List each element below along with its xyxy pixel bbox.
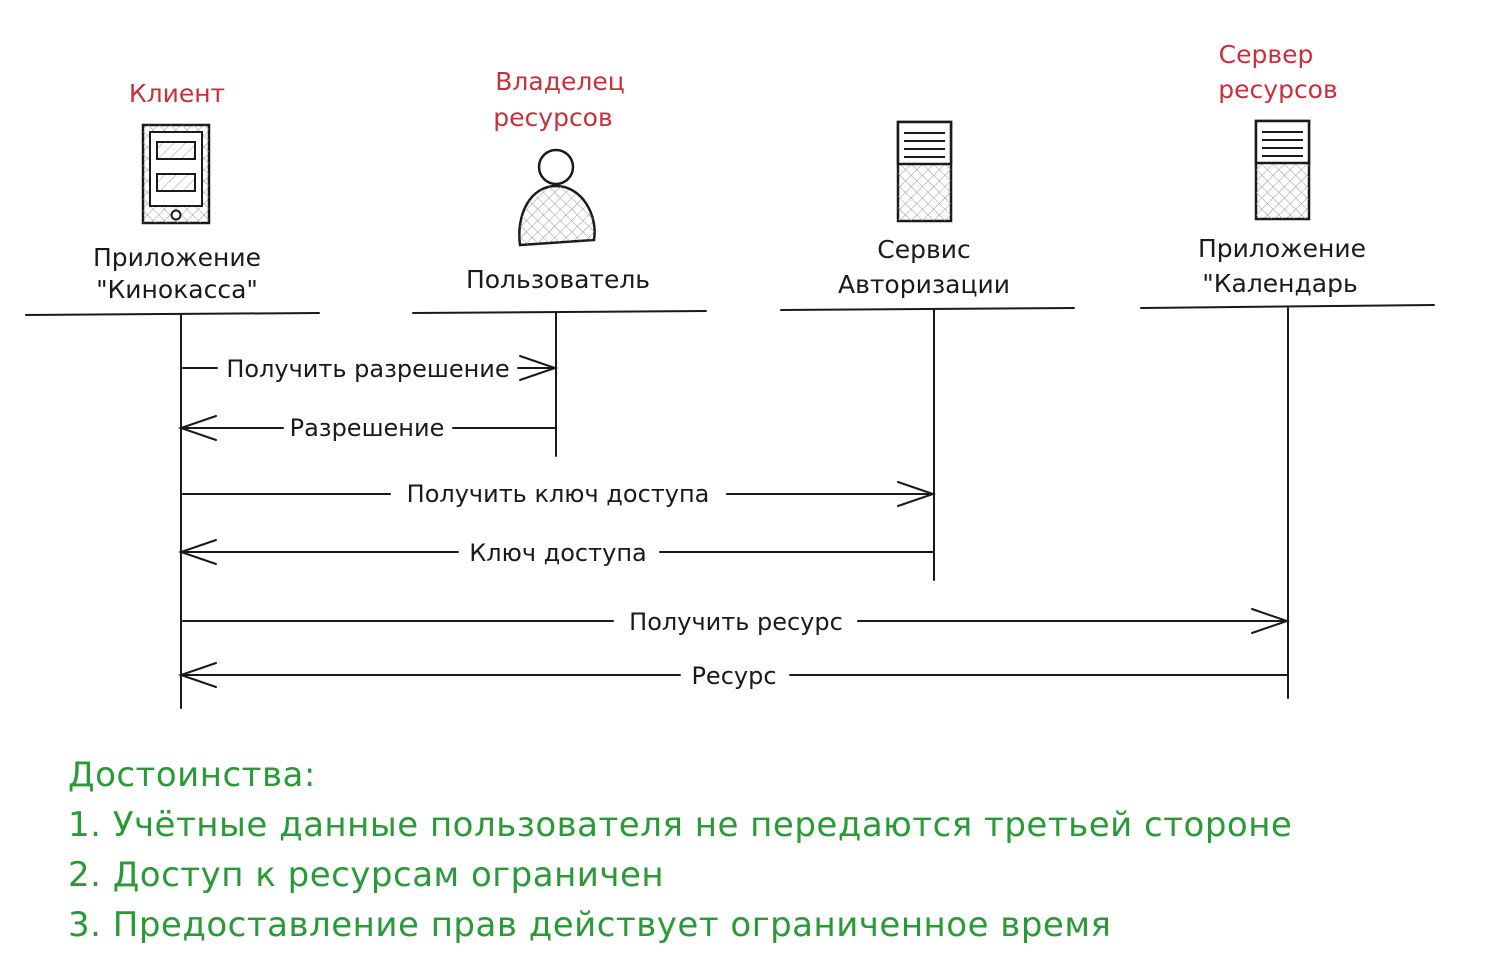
message-2: Разрешение [177, 414, 556, 442]
role-label-resource-line1: Сервер [1219, 40, 1314, 69]
participant-resource: Сервер ресурсов Приложение "Календарь [1140, 40, 1435, 699]
message-label: Ключ доступа [469, 539, 646, 567]
participant-owner: Владелец ресурсов Пользователь [412, 67, 707, 457]
message-6: Ресурс [177, 662, 1288, 690]
arrow-right-icon [726, 481, 937, 507]
server-icon [896, 120, 953, 223]
user-icon [518, 148, 596, 247]
message-label: Получить ресурс [629, 608, 843, 636]
baseline-auth [780, 307, 1075, 311]
name-label-client-line2: "Кинокасса" [96, 275, 258, 304]
arrow-right-icon [517, 355, 559, 381]
name-label-owner: Пользователь [466, 265, 650, 294]
participant-auth: Сервис Авторизации [780, 120, 1075, 581]
advantage-item-2: 2. Доступ к ресурсам ограничен [68, 855, 665, 895]
name-label-resource-line2: "Календарь [1202, 269, 1357, 298]
message-label: Ресурс [691, 662, 776, 690]
arrow-left-icon [177, 662, 681, 688]
participant-client: Клиент Приложение "Кинокасса" [25, 79, 320, 709]
advantages-section: Достоинства: 1. Учётные данные пользоват… [68, 750, 1292, 950]
role-label-owner-line2: ресурсов [493, 103, 612, 132]
arrow-left-icon [177, 539, 459, 565]
server-icon [1254, 119, 1311, 221]
name-label-client-line1: Приложение [93, 243, 261, 272]
message-3: Получить ключ доступа [182, 480, 937, 508]
role-label-client: Клиент [129, 79, 225, 108]
message-4: Ключ доступа [177, 539, 934, 567]
role-label-resource-line2: ресурсов [1218, 75, 1337, 104]
advantage-item-1: 1. Учётные данные пользователя не переда… [68, 805, 1293, 845]
advantage-item-3: 3. Предоставление прав действует огранич… [68, 905, 1112, 945]
message-1: Получить разрешение [182, 355, 559, 383]
role-label-owner-line1: Владелец [495, 67, 625, 96]
name-label-auth-line1: Сервис [877, 235, 970, 264]
baseline-owner [412, 310, 707, 314]
sequence-diagram: Клиент Приложение "Кинокасса" Владелец р… [25, 40, 1435, 709]
message-5: Получить ресурс [182, 608, 1291, 636]
baseline-client [25, 312, 320, 316]
mobile-app-icon [141, 123, 211, 225]
name-label-auth-line2: Авторизации [838, 270, 1010, 299]
message-label: Получить разрешение [226, 355, 509, 383]
advantages-title: Достоинства: [68, 755, 316, 795]
baseline-resource [1140, 304, 1435, 309]
message-label: Получить ключ доступа [407, 480, 710, 508]
arrow-left-icon [177, 415, 284, 441]
arrow-right-icon [857, 608, 1291, 634]
name-label-resource-line1: Приложение [1198, 234, 1366, 263]
message-label: Разрешение [290, 414, 445, 442]
